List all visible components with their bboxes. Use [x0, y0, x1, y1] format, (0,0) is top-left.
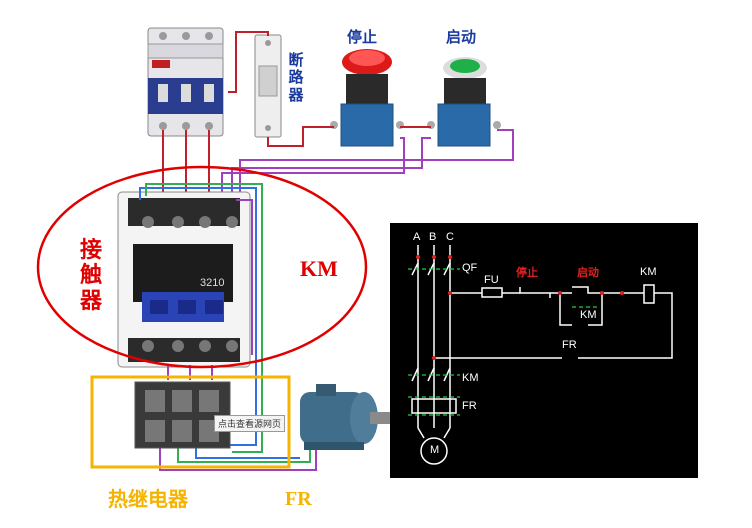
- schematic-km-main-label: KM: [462, 372, 479, 384]
- schematic-phase-b: B: [429, 231, 437, 243]
- breaker-label-char: 器: [288, 85, 304, 104]
- schematic-coil-label: KM: [640, 266, 657, 278]
- schematic-start-label: 启动: [577, 266, 599, 279]
- schematic-stop-label: 停止: [516, 266, 538, 279]
- thermal-relay-label: 热继电器: [108, 487, 188, 511]
- three-pole-breaker: [147, 27, 224, 137]
- start-pushbutton: [427, 57, 501, 147]
- breaker-label-char: 路: [288, 68, 304, 87]
- schematic-phase-a: A: [413, 231, 421, 243]
- contactor-model-label: 3210: [200, 277, 225, 289]
- thermal-relay-highlight-box: [90, 375, 291, 469]
- schematic-fr-contact-label: FR: [562, 339, 577, 351]
- contactor-label-char: 触: [79, 262, 102, 289]
- schematic-panel: A B C QF FU 停止 启动 KM KM FR KM FR M: [390, 223, 698, 478]
- control-wires: [221, 31, 514, 205]
- schematic-hold-contact-label: KM: [580, 309, 597, 321]
- contactor: [117, 191, 251, 368]
- schematic-phase-c: C: [446, 231, 454, 243]
- contactor-label-char: 器: [79, 287, 102, 314]
- contactor-label-char: 接: [79, 237, 102, 263]
- stop-pushbutton: [330, 49, 404, 147]
- schematic-motor-label: M: [430, 444, 440, 456]
- contactor-label: 接 触 器: [78, 237, 104, 314]
- schematic-qf-label: QF: [462, 262, 478, 274]
- stop-button-label: 停止: [347, 28, 378, 46]
- contactor-highlight-ellipse: [36, 165, 368, 369]
- motor: [300, 384, 392, 450]
- start-button-label: 启动: [446, 28, 477, 46]
- breaker-label: 断 路 器: [286, 51, 306, 104]
- thermal-relay-code-label: FR: [285, 488, 312, 510]
- schematic-fu-label: FU: [484, 274, 499, 286]
- contactor-code-label: KM: [300, 256, 338, 281]
- schematic-lines: [408, 245, 673, 465]
- single-pole-breaker: [254, 34, 282, 138]
- schematic-fr-heater-label: FR: [462, 400, 477, 412]
- side-wires: [139, 183, 317, 471]
- breaker-label-char: 断: [288, 51, 304, 69]
- view-source-tooltip[interactable]: 点击查看源网页: [214, 415, 286, 432]
